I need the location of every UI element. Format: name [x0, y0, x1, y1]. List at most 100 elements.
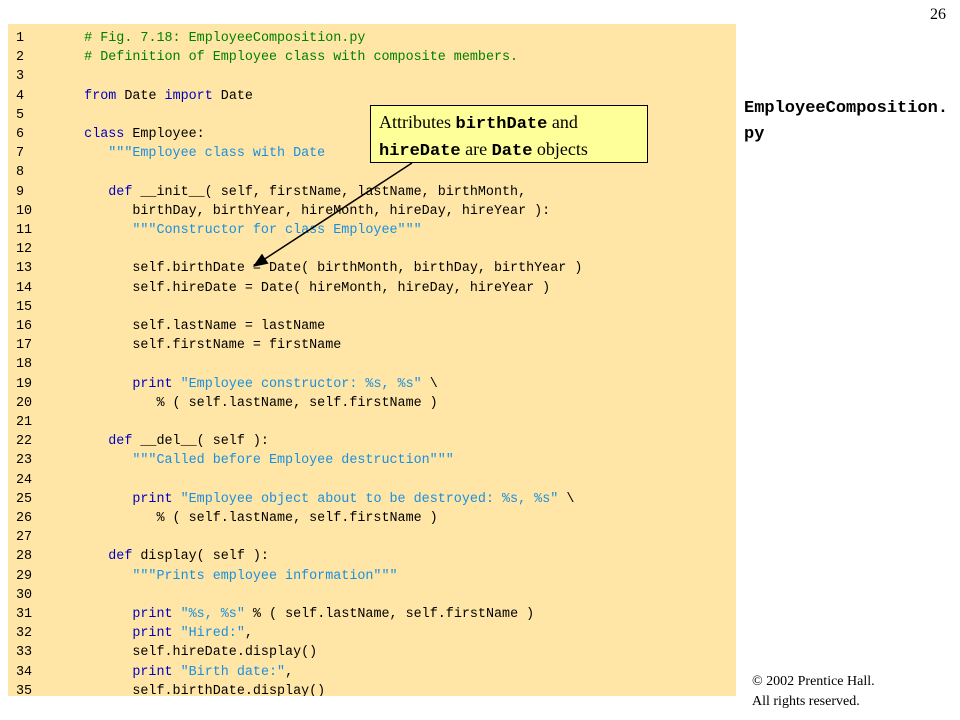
code-line: 8 — [8, 163, 52, 182]
code-line: 4 from Date import Date — [8, 87, 253, 106]
line-number: 8 — [16, 165, 25, 181]
code-token: Employee: — [124, 127, 205, 142]
line-number: 25 — [16, 491, 33, 507]
callout-text: Attributes — [379, 112, 456, 132]
code-line: 11 """Constructor for class Employee""" — [8, 221, 422, 240]
code-token: "Birth date:" — [180, 664, 286, 680]
callout-text: and — [547, 112, 578, 132]
copyright-line: All rights reserved. — [752, 694, 860, 709]
code-token — [52, 146, 108, 161]
code-token: print — [132, 491, 173, 507]
line-number: 32 — [16, 626, 33, 642]
code-token: "Hired:" — [180, 626, 245, 642]
code-token: class — [84, 127, 125, 142]
line-number: 34 — [16, 664, 33, 680]
code-token: self.hireDate = Date( hireMonth, hireDay… — [52, 280, 551, 296]
line-number: 16 — [16, 319, 33, 334]
callout-box: Attributes birthDate and hireDate are Da… — [370, 105, 648, 163]
line-number: 17 — [16, 338, 33, 354]
callout-code-hiredate: hireDate — [379, 142, 461, 161]
code-token: display( self ): — [132, 549, 269, 565]
code-line: 9 def __init__( self, firstName, lastNam… — [8, 183, 526, 202]
callout-text: objects — [532, 139, 588, 159]
code-token: print — [132, 607, 173, 622]
code-token — [52, 31, 84, 46]
code-line: 35 self.birthDate.display() — [8, 682, 325, 696]
line-number: 30 — [16, 587, 33, 603]
code-token: Date — [212, 88, 253, 104]
line-number: 15 — [16, 299, 33, 315]
code-token: print — [132, 626, 173, 642]
slide-number: 26 — [930, 6, 946, 23]
code-line: 31 print "%s, %s" % ( self.lastName, sel… — [8, 605, 534, 624]
code-token: __init__( self, firstName, lastName, bir… — [132, 184, 527, 200]
line-number: 22 — [16, 434, 33, 450]
callout-text: are — [460, 139, 492, 159]
code-token: self.lastName = lastName — [52, 319, 326, 334]
line-number: 21 — [16, 415, 33, 430]
code-line: 5 — [8, 106, 52, 125]
line-number: 31 — [16, 607, 33, 622]
code-line: 14 self.hireDate = Date( hireMonth, hire… — [8, 279, 550, 298]
line-number: 33 — [16, 645, 33, 661]
code-token: def — [108, 184, 133, 200]
code-token: # Fig. 7.18: EmployeeComposition.py — [84, 31, 366, 46]
code-line: 25 print "Employee object about to be de… — [8, 490, 574, 509]
code-token: \ — [558, 491, 575, 507]
code-line: 33 self.hireDate.display() — [8, 643, 317, 662]
callout-code-birthdate: birthDate — [455, 115, 548, 134]
code-token: "%s, %s" — [180, 607, 245, 622]
code-token: # Definition of Employee class with comp… — [84, 50, 519, 66]
code-token: "Employee object about to be destroyed: … — [180, 491, 559, 507]
code-token — [52, 607, 132, 622]
code-token: print — [132, 664, 173, 680]
code-token: """Prints employee information""" — [132, 568, 398, 584]
line-number: 23 — [16, 453, 33, 469]
code-token: self.firstName = firstName — [52, 338, 342, 354]
line-number: 4 — [16, 88, 25, 104]
code-token: import — [164, 88, 213, 104]
code-line: 7 """Employee class with Date — [8, 144, 325, 163]
line-number: 14 — [16, 280, 33, 296]
line-number: 5 — [16, 107, 25, 123]
line-number: 1 — [16, 31, 25, 46]
code-token — [52, 50, 84, 65]
code-token: """Constructor for class Employee""" — [132, 223, 422, 238]
line-number: 26 — [16, 511, 33, 526]
code-line: 21 — [8, 413, 52, 432]
code-token: birthDay, birthYear, hireMonth, hireDay,… — [52, 203, 551, 219]
code-token: , — [285, 664, 294, 680]
code-line: 27 — [8, 528, 52, 547]
code-token — [52, 492, 132, 507]
code-line: 26 % ( self.lastName, self.firstName ) — [8, 509, 438, 528]
line-number: 27 — [16, 530, 33, 546]
code-line: 6 class Employee: — [8, 125, 205, 144]
code-line: 20 % ( self.lastName, self.firstName ) — [8, 394, 438, 413]
code-line: 28 def display( self ): — [8, 547, 269, 566]
code-line: 29 """Prints employee information""" — [8, 567, 398, 586]
code-line: 19 print "Employee constructor: %s, %s" … — [8, 375, 438, 394]
code-token — [173, 665, 181, 680]
code-line: 3 — [8, 67, 52, 86]
code-token — [52, 127, 84, 142]
code-token: , — [244, 626, 253, 642]
line-number: 12 — [16, 242, 33, 258]
line-number: 11 — [16, 223, 33, 238]
code-token — [173, 626, 181, 641]
code-line: 32 print "Hired:", — [8, 624, 253, 643]
line-number: 29 — [16, 568, 33, 584]
code-token: from — [84, 88, 117, 104]
code-token — [52, 434, 108, 449]
code-token: """Employee class with Date — [108, 146, 326, 162]
code-token — [52, 665, 132, 680]
line-number: 3 — [16, 69, 25, 85]
code-token: % ( self.lastName, self.firstName ) — [52, 395, 438, 411]
code-line: 22 def __del__( self ): — [8, 432, 269, 451]
line-number: 18 — [16, 357, 33, 373]
line-number: 6 — [16, 127, 25, 142]
code-token — [173, 492, 181, 507]
code-token — [173, 607, 181, 622]
code-line: 34 print "Birth date:", — [8, 663, 293, 682]
code-token: "Employee constructor: %s, %s" — [180, 376, 422, 392]
line-number: 2 — [16, 50, 25, 66]
